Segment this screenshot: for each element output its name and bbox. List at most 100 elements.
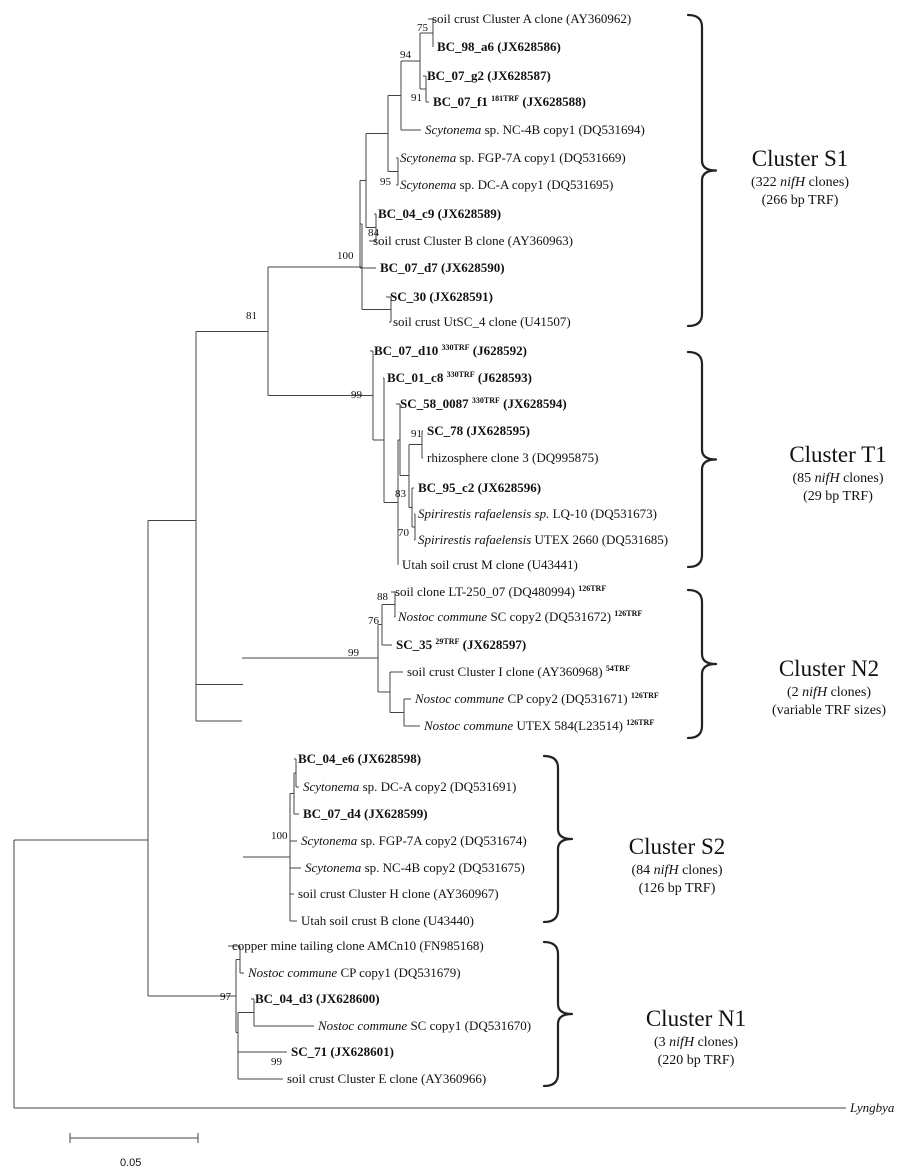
leaf-label-l9: soil crust Cluster B clone (AY360963) [373,233,573,248]
leaf-label-l31: Scytonema sp. FGP-7A copy2 (DQ531674) [301,833,527,848]
cluster-count-suffix: clones) [827,685,871,700]
leaf-label-part: BC_04_c9 (JX628589) [378,206,501,221]
brace-cluster-n1 [542,940,574,1088]
leaf-label-part: soil crust Cluster I clone (AY360968) [407,664,606,679]
leaf-label-l7: Scytonema sp. DC-A copy1 (DQ531695) [400,177,613,192]
leaf-label-part: (JX628588) [519,94,586,109]
leaf-label-part: Spirirestis rafaelensis sp. [418,506,549,521]
bootstrap-b95: 95 [380,176,392,188]
cluster-trf-n1: (220 bp TRF) [658,1053,735,1068]
cluster-braces [542,13,718,1088]
cluster-count-suffix: clones) [840,471,884,486]
leaf-label-l34: Utah soil crust B clone (U43440) [301,913,474,928]
leaf-label-l11: SC_30 (JX628591) [390,289,493,304]
leaf-label-part: BC_04_d3 (JX628600) [255,991,380,1006]
leaf-label-part: 330TRF [447,370,475,379]
leaf-label-part: Lyngbya majuscula [849,1100,898,1115]
leaf-label-part: Scytonema [425,122,482,137]
leaf-label-l28: BC_04_e6 (JX628598) [298,751,421,766]
leaf-label-l25: soil crust Cluster I clone (AY360968) 54… [407,664,630,679]
leaf-label-part: sp. FGP-7A copy2 (DQ531674) [357,833,526,848]
leaf-label-part: CP copy1 (DQ531679) [337,965,460,980]
leaf-label-part: rhizosphere clone 3 (DQ995875) [427,450,598,465]
cluster-trf-n2: (variable TRF sizes) [772,703,886,718]
leaf-label-part: (JX628597) [459,637,526,652]
leaf-label-l20: Spirirestis rafaelensis UTEX 2660 (DQ531… [418,532,668,547]
leaf-label-l36: Nostoc commune CP copy1 (DQ531679) [247,965,461,980]
leaf-label-part: Nostoc commune [317,1018,407,1033]
leaf-label-l17: rhizosphere clone 3 (DQ995875) [427,450,598,465]
leaf-label-l15: SC_58_0087 330TRF (JX628594) [400,396,567,411]
leaf-label-part: SC_78 (JX628595) [427,423,530,438]
leaf-label-part: soil crust Cluster B clone (AY360963) [373,233,573,248]
bootstrap-b97: 97 [220,991,232,1003]
leaf-label-part: Spirirestis rafaelensis [418,532,531,547]
bootstrap-b100b: 100 [271,830,288,842]
leaf-label-l22: soil clone LT-250_07 (DQ480994) 126TRF [395,584,606,599]
bootstrap-b70: 70 [398,527,410,539]
leaf-label-l32: Scytonema sp. NC-4B copy2 (DQ531675) [305,860,525,875]
leaf-label-l21: Utah soil crust M clone (U43441) [402,557,578,572]
leaf-label-part: SC_35 [396,637,435,652]
leaf-label-part: SC_30 (JX628591) [390,289,493,304]
leaf-label-l33: soil crust Cluster H clone (AY360967) [298,886,499,901]
leaf-label-part: 126TRF [626,718,654,727]
cluster-count-n2: (2 nifH clones) [787,685,871,700]
bootstrap-b91b: 91 [411,428,422,440]
cluster-count-t1: (85 nifH clones) [793,471,884,486]
leaf-label-l30: BC_07_d4 (JX628599) [303,806,428,821]
cluster-count-prefix: (3 [654,1035,669,1050]
leaf-label-part: soil crust Cluster A clone (AY360962) [432,11,631,26]
leaf-label-l39: SC_71 (JX628601) [291,1044,394,1059]
bootstrap-b94: 94 [400,49,412,61]
leaf-label-part: 330TRF [442,343,470,352]
leaf-label-part: UTEX 2660 (DQ531685) [531,532,668,547]
cluster-title-s2: Cluster S2 [629,834,725,859]
leaf-label-part: Scytonema [400,150,457,165]
leaf-label-part: sp. DC-A copy1 (DQ531695) [456,177,613,192]
leaf-label-part: 126TRF [578,584,606,593]
leaf-labels: soil crust Cluster A clone (AY360962) BC_… [232,11,898,1115]
scale-bar: 0.05 [69,1133,199,1169]
leaf-label-l4: BC_07_f1 181TRF (JX628588) [433,94,586,109]
leaf-label-l3: BC_07_g2 (JX628587) [427,68,551,83]
cluster-count-gene: nifH [802,685,828,700]
leaf-label-l19: Spirirestis rafaelensis sp. LQ-10 (DQ531… [418,506,657,521]
leaf-label-part: Scytonema [301,833,358,848]
leaf-label-part: BC_07_d10 [374,343,442,358]
leaf-label-l6: Scytonema sp. FGP-7A copy1 (DQ531669) [400,150,626,165]
leaf-label-part: 29TRF [435,637,459,646]
cluster-title-s1: Cluster S1 [752,146,848,171]
leaf-label-l37: BC_04_d3 (JX628600) [255,991,380,1006]
cluster-title-t1: Cluster T1 [789,442,886,467]
leaf-label-part: soil clone LT-250_07 (DQ480994) [395,584,578,599]
cluster-trf-t1: (29 bp TRF) [803,489,873,504]
leaf-label-part: BC_95_c2 (JX628596) [418,480,541,495]
bootstrap-b99c: 99 [271,1056,283,1068]
cluster-count-gene: nifH [780,175,806,190]
bootstrap-b88: 88 [377,591,389,603]
leaf-label-l26: Nostoc commune CP copy2 (DQ531671) 126TR… [414,691,659,706]
leaf-label-l41: Lyngbya majuscula (AY115593) [849,1100,898,1115]
leaf-label-l24: SC_35 29TRF (JX628597) [396,637,526,652]
cluster-count-s2: (84 nifH clones) [632,863,723,878]
leaf-label-l29: Scytonema sp. DC-A copy2 (DQ531691) [303,779,516,794]
leaf-label-part: Nostoc commune [423,718,513,733]
bootstrap-b76: 76 [368,615,380,627]
leaf-label-l27: Nostoc commune UTEX 584(L23514) 126TRF [423,718,654,733]
leaf-label-l14: BC_01_c8 330TRF (J628593) [387,370,532,385]
leaf-label-l38: Nostoc commune SC copy1 (DQ531670) [317,1018,531,1033]
leaf-label-part: BC_98_a6 (JX628586) [437,39,561,54]
cluster-count-s1: (322 nifH clones) [751,175,849,190]
leaf-label-l18: BC_95_c2 (JX628596) [418,480,541,495]
bootstrap-b75: 75 [417,22,429,34]
leaf-label-part: (J628593) [475,370,532,385]
cluster-title-n1: Cluster N1 [646,1006,746,1031]
cluster-count-gene: nifH [815,471,841,486]
leaf-label-part: BC_07_d7 (JX628590) [380,260,505,275]
bootstrap-b81: 81 [246,310,257,322]
leaf-label-part: SC copy2 (DQ531672) [487,609,614,624]
leaf-label-part: 54TRF [606,664,630,673]
leaf-label-l40: soil crust Cluster E clone (AY360966) [287,1071,486,1086]
